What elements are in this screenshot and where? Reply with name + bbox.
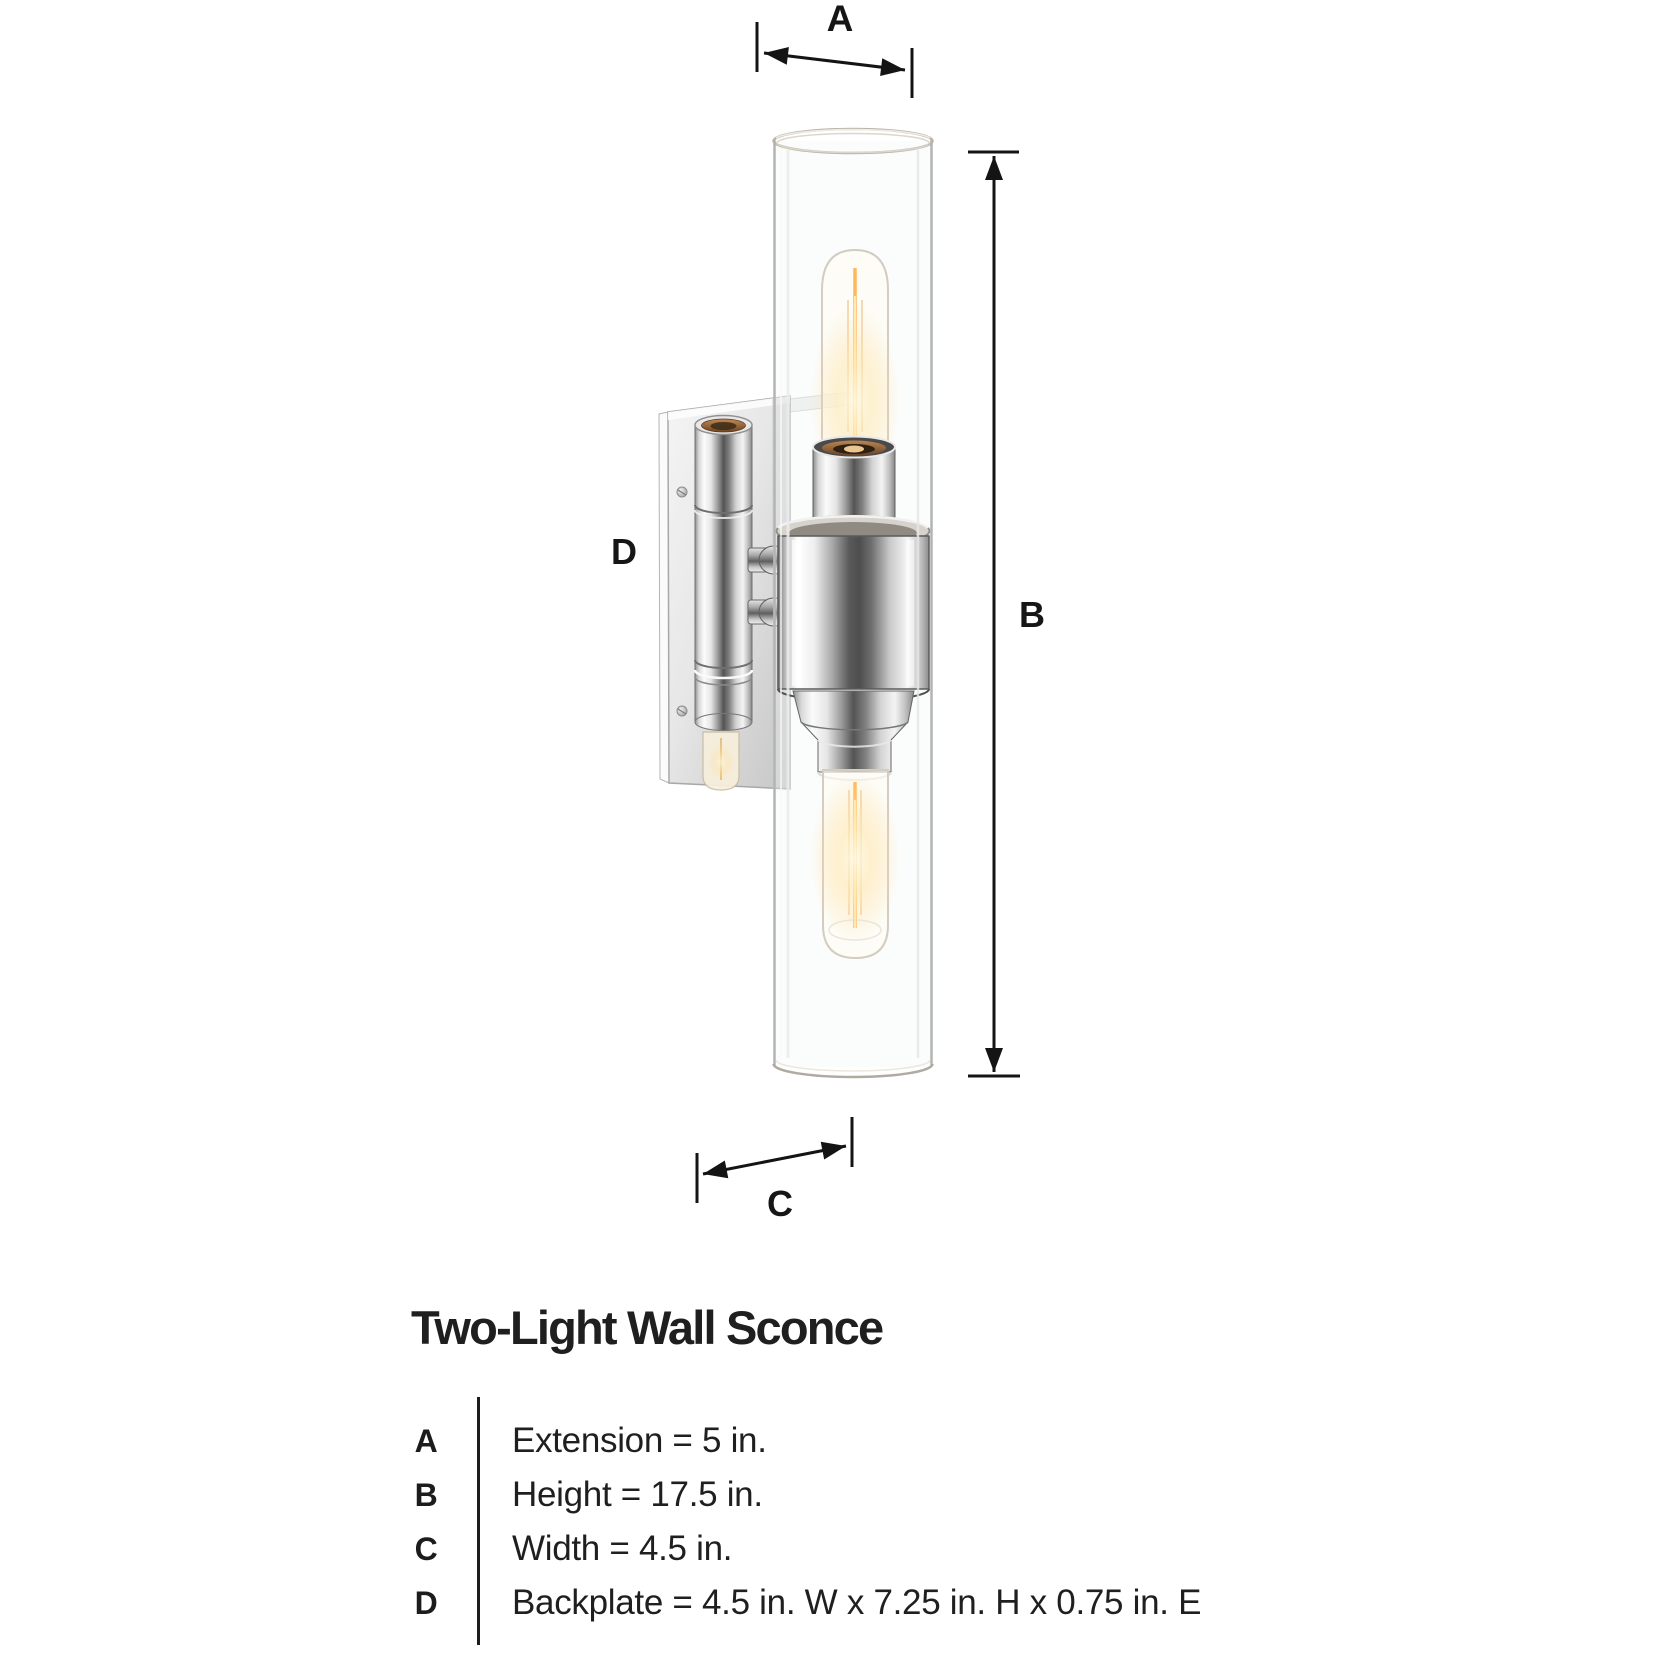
spec-row-letter: C [414, 1531, 438, 1567]
spec-row-description: Extension = 5 in. [512, 1421, 767, 1460]
stem-rim-lower-shadow [694, 676, 753, 686]
spec-table-divider [477, 1397, 480, 1645]
reflected-bulb [702, 731, 740, 791]
lower-bulb-glow [810, 773, 900, 943]
spec-row-letter: B [414, 1477, 438, 1513]
stem-rim-upper-highlight [694, 509, 753, 519]
spec-row-letter: D [414, 1585, 438, 1621]
dimension-c [695, 1117, 854, 1203]
stem-rim-upper [694, 504, 753, 514]
lower-bulb [810, 769, 900, 960]
stem-top-socket-center [710, 422, 737, 430]
mounting-stem [693, 414, 754, 791]
stem-rim-lower [694, 659, 753, 669]
center-drum [777, 535, 930, 690]
backplate-top-bevel [668, 396, 790, 420]
glass-bottom-rim [772, 1063, 934, 1079]
dimension-d-label: D [611, 531, 637, 572]
spec-row-extension: A Extension = 5 in. [396, 1422, 767, 1460]
glass-top-rim-glare [775, 128, 931, 139]
lower-socket-rim-mid [817, 739, 892, 748]
drum-highlight-left [792, 540, 802, 686]
glass-top-rim-inner [776, 132, 930, 154]
spec-row-height: B Height = 17.5 in. [396, 1476, 763, 1514]
sconce-dimension-drawing: A B C D [611, 0, 1045, 1224]
dim-a-arrow [763, 46, 906, 77]
screw-slot-bottom [677, 708, 687, 715]
spec-row-description: Width = 4.5 in. [512, 1529, 733, 1568]
dimension-c-label: C [767, 1183, 793, 1224]
dimension-b-label: B [1019, 594, 1045, 635]
glass-cylinder-shade [772, 127, 934, 1079]
stem-bottom-cap [694, 713, 753, 731]
dimension-a-label: A [827, 0, 854, 39]
spec-row-letter: A [414, 1423, 438, 1459]
dimension-lines [695, 22, 1020, 1203]
reflected-bulb-glow [707, 744, 735, 780]
spec-row-description: Height = 17.5 in. [512, 1475, 763, 1514]
dim-c-arrow [702, 1141, 847, 1179]
spec-row-width: C Width = 4.5 in. [396, 1529, 733, 1568]
center-body [775, 515, 931, 702]
product-title: Two-Light Wall Sconce [411, 1301, 884, 1354]
spec-row-backplate: D Backplate = 4.5 in. W x 7.25 in. H x 0.… [396, 1583, 1202, 1622]
glass-bottom-rim-inner [775, 1059, 931, 1072]
spec-row-description: Backplate = 4.5 in. W x 7.25 in. H x 0.7… [512, 1583, 1202, 1622]
sconce-fixture [658, 127, 934, 1079]
dimension-a [755, 22, 914, 98]
stem-rim-lower-highlight [693, 669, 754, 680]
screw-slot-top [677, 489, 687, 496]
lower-socket-rim-upper [800, 721, 909, 731]
drum-highlight-right [906, 540, 914, 686]
dimension-b [968, 150, 1020, 1078]
upper-socket-bulb-base-glow [844, 445, 864, 453]
